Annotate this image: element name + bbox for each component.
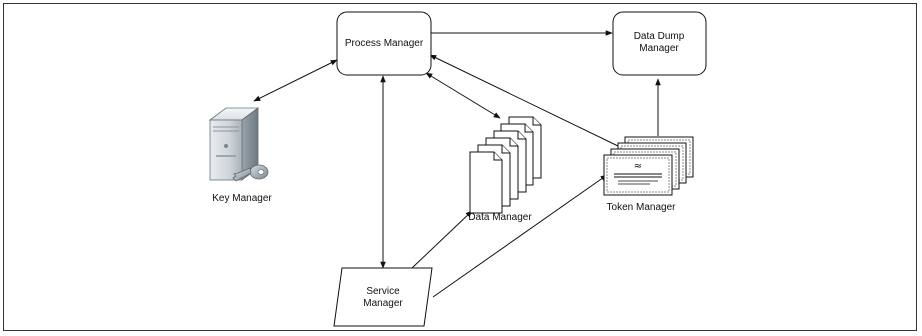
- data-manager-label: Data Manager: [468, 212, 532, 223]
- key-manager-label: Key Manager: [212, 193, 272, 204]
- data-manager-node: Data Manager: [468, 116, 542, 223]
- data-dump-manager-label-line2: Manager: [639, 43, 679, 54]
- server-icon: [208, 107, 260, 181]
- document-stack-icon: [469, 116, 542, 214]
- key-icon: [232, 164, 269, 182]
- edge-service-to-data: [411, 210, 473, 269]
- certificate-stack-icon: ≈ ≈ ≈ ≈: [603, 136, 694, 196]
- data-dump-manager-node: Data Dump Manager: [612, 11, 707, 76]
- service-manager-node: Service Manager: [333, 267, 433, 327]
- process-manager-node: Process Manager: [336, 11, 432, 76]
- service-manager-label-line2: Manager: [363, 298, 403, 309]
- edge-process-key: [253, 59, 338, 102]
- token-manager-node: ≈ ≈ ≈ ≈ Token Manager: [603, 136, 694, 213]
- edge-service-to-token: [432, 174, 608, 298]
- service-manager-label-line1: Service: [366, 286, 400, 297]
- process-manager-label: Process Manager: [345, 38, 424, 49]
- edges: [253, 30, 661, 298]
- svg-text:≈: ≈: [634, 161, 642, 172]
- edge-token-to-process: [429, 54, 619, 147]
- data-dump-manager-label-line1: Data Dump: [634, 31, 685, 42]
- key-manager-node: Key Manager: [208, 107, 272, 204]
- token-manager-label: Token Manager: [607, 202, 677, 213]
- edge-process-data: [425, 72, 501, 119]
- diagram-frame: [3, 3, 917, 331]
